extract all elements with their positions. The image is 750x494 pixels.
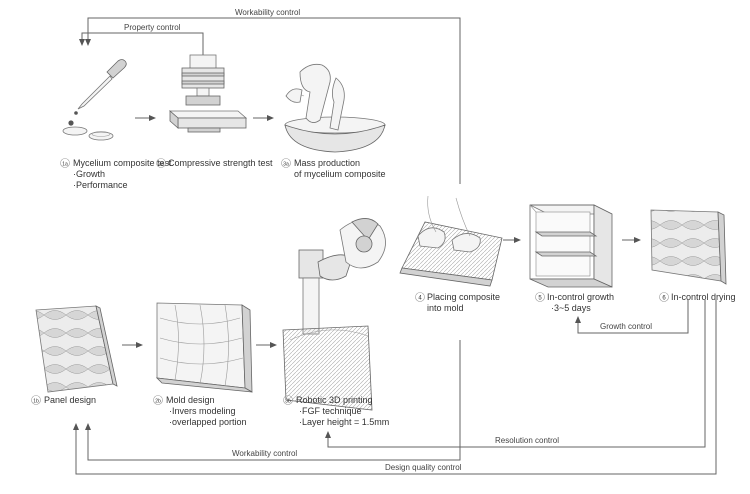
step-2b: 2b Mold design ·Invers modeling ·overlap… <box>153 395 247 427</box>
step-1b-number: 1b <box>33 399 39 405</box>
growth-control-loop: Growth control <box>575 300 689 334</box>
workability-control-top-label: Workability control <box>235 8 300 17</box>
resolution-control-label: Resolution control <box>495 436 559 445</box>
step-4-number: 4 <box>418 296 422 302</box>
design-quality-control-label: Design quality control <box>385 463 462 472</box>
robot-arm-icon <box>282 218 386 411</box>
step-5-title: In-control growth <box>547 292 614 302</box>
step-3b-title: Robotic 3D printing <box>296 395 373 405</box>
step-1b: 1b Panel design <box>31 395 96 405</box>
step-2b-title: Mold design <box>166 395 215 405</box>
design-quality-control-loop: Design quality control <box>73 300 717 475</box>
panel-design-icon <box>35 305 118 393</box>
step-5-number: 5 <box>538 296 542 302</box>
step-1a-title: Mycelium composite test <box>73 158 172 168</box>
compression-press-icon <box>168 54 248 133</box>
step-1a: 1a Mycelium composite test ·Growth ·Perf… <box>60 158 172 190</box>
step-2b-line3: ·overlapped portion <box>169 417 247 427</box>
mixing-bowl-icon <box>284 63 386 153</box>
step-4-line2: into mold <box>427 303 464 313</box>
step-2b-line2: ·Invers modeling <box>169 406 236 416</box>
step-3b-number: 3b <box>285 399 291 405</box>
property-control-label: Property control <box>124 23 181 32</box>
step-6: 6 In-control drying <box>659 292 736 302</box>
step-2a-title: Compressive strength test <box>168 158 273 168</box>
step-3b: 3b Robotic 3D printing ·FGF technique ·L… <box>283 395 389 427</box>
step-2a: 2a Compressive strength test <box>156 158 273 168</box>
step-6-number: 6 <box>662 296 666 302</box>
step-1a-line2: ·Growth <box>73 169 105 179</box>
step-6-title: In-control drying <box>671 292 736 302</box>
step-5-line2: ·3~5 days <box>551 303 591 313</box>
growth-control-label: Growth control <box>600 322 652 331</box>
property-control-loop: Property control <box>79 23 204 55</box>
step-3b-line3: ·Layer height = 1.5mm <box>299 417 389 427</box>
step-3b-line2: ·FGF technique <box>299 406 362 416</box>
workability-control-top-loop: Workability control <box>85 8 461 184</box>
step-3a-title: Mass production <box>294 158 360 168</box>
step-3a-line2: of mycelium composite <box>294 169 386 179</box>
workability-control-bottom-loop: Workability control <box>85 340 461 461</box>
step-4-title: Placing composite <box>427 292 500 302</box>
step-1a-line3: ·Performance <box>73 180 128 190</box>
step-2b-number: 2b <box>155 399 161 405</box>
resolution-control-loop: Resolution control <box>325 300 706 448</box>
flow-arrows <box>122 115 641 348</box>
pipette-icon <box>62 59 127 141</box>
step-4: 4 Placing composite into mold <box>415 292 500 313</box>
step-1a-number: 1a <box>62 162 68 168</box>
mold-hands-icon <box>399 195 503 287</box>
growth-chamber-icon <box>529 204 613 288</box>
step-5: 5 In-control growth ·3~5 days <box>535 292 614 313</box>
step-1b-title: Panel design <box>44 395 96 405</box>
workability-control-bottom-label: Workability control <box>232 449 297 458</box>
step-3a-number: 3a <box>283 162 289 168</box>
step-3a: 3a Mass production of mycelium composite <box>281 158 386 179</box>
dried-panel-icon <box>650 209 727 285</box>
mold-design-icon <box>155 302 253 393</box>
step-2a-number: 2a <box>158 162 164 168</box>
